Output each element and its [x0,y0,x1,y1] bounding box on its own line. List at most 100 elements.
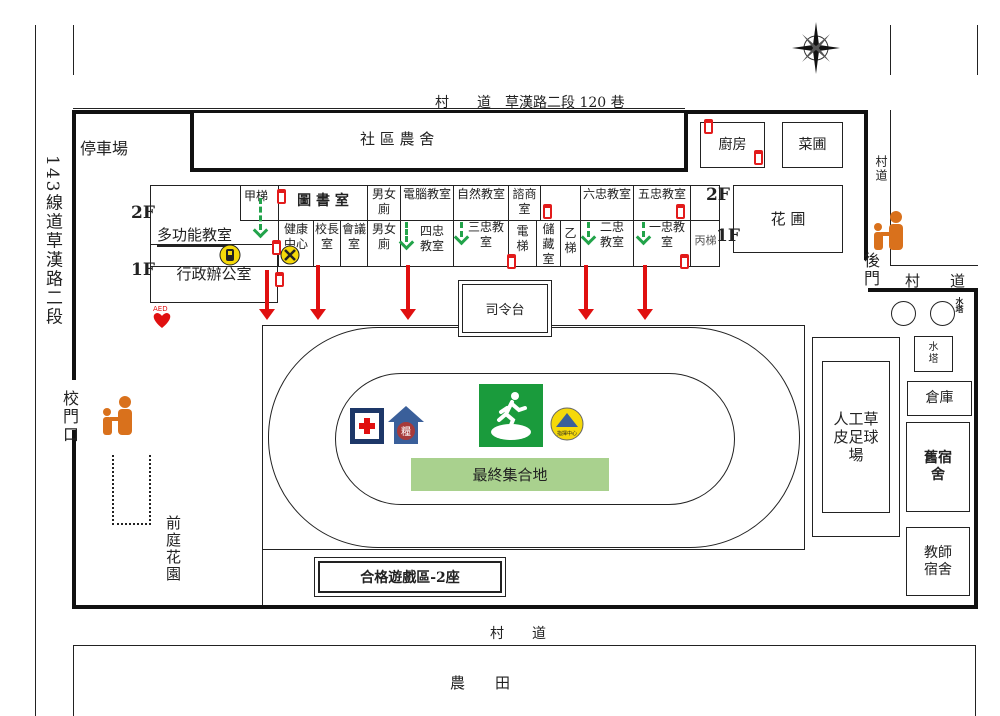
admin-office-label: 行政辦公室 [176,264,252,283]
stage-label: 司令台 [462,284,548,333]
old-dorm: 舊宿舍 [906,422,970,512]
storage: 倉庫 [907,381,972,416]
soccer-field: 人工草皮足球場 [822,361,890,513]
room-1f: 電梯 [508,220,536,267]
teacher-dorm: 教師宿舍 [906,527,970,596]
water-tower-icon [891,301,916,326]
road-right-vertical-label: 村道 [874,155,888,183]
room-2f: 電腦教室 [400,185,453,220]
tools-icon [280,245,300,265]
boundary [72,110,192,114]
farm-label: 農 田 [450,674,511,692]
road-left-label: 143線道草漢路二段 [42,155,62,327]
soccer-label: 人工草皮足球場 [833,410,879,464]
road-bottom-label: 村 道 [490,626,546,642]
evacuation-arrow-icon [259,270,275,320]
relief-shelter-icon: 糧 [388,406,424,444]
boundary [868,288,978,292]
kitchen: 廚房 [700,122,765,168]
fire-extinguisher-icon [754,150,763,165]
road-edge [890,265,978,266]
room-2f: 諮商室 [508,185,540,220]
boundary [190,110,194,172]
road-edge [890,25,891,75]
floor-2f-right: 2F [706,185,730,205]
fire-extinguisher-icon [507,254,516,269]
old-dorm-label: 舊宿舍 [924,450,952,483]
fire-extinguisher-icon [543,204,552,219]
room-1f: 四忠教室 [400,220,453,267]
boundary [72,605,978,609]
boundary [864,110,868,260]
water-tower-label: 水塔 [928,342,939,365]
stage: 司令台 [458,280,552,337]
teacher-dorm-label: 教師宿舍 [924,544,952,578]
room-2f: 五忠教室 [633,185,690,220]
boundary [684,110,688,172]
vegetable-label: 菜圃 [798,136,827,153]
floor-2f-left: 2F [131,203,155,223]
kitchen-label: 廚房 [718,136,747,153]
boundary [974,288,978,609]
room-1f: 丙梯 [690,220,720,267]
multipurpose-room: 多功能教室 [157,224,233,247]
room-1f: 校長室 [313,220,340,267]
flower-garden: 花 圃 [733,185,843,253]
road-right-label: 村 道 [905,272,966,290]
road-edge [975,645,976,716]
person-icon [874,211,903,250]
playground-label: 合格遊戲區-2座 [318,561,502,593]
floor-divider [240,220,720,221]
boundary [684,110,868,114]
fire-extinguisher-icon [676,204,685,219]
aed-label: AED [153,305,168,313]
fire-extinguisher-icon [704,119,713,134]
parking-label: 停車場 [80,139,129,158]
playground: 合格遊戲區-2座 [314,557,506,597]
first-aid-icon [350,408,384,444]
person-icon [103,396,132,435]
room-1f: 二忠教室 [580,220,633,267]
road-edge [890,110,891,265]
room-1f: 儲藏室 [536,220,560,267]
library: 圖 書 室 [278,185,367,220]
evacuation-arrow-icon [578,265,594,320]
front-garden-border [112,455,151,525]
fire-extinguisher-icon [277,189,286,204]
water-tower-icon [930,301,955,326]
track-infield [335,373,735,505]
command-center-icon: 指揮中心 [550,407,584,441]
fire-extinguisher-icon [680,254,689,269]
boundary [72,430,76,609]
room-1f: 會議室 [340,220,367,267]
evacuation-arrow-icon [310,265,326,320]
main-building [150,185,720,267]
room-2f [540,185,580,220]
garden-label: 花 圃 [770,210,806,228]
room-2f: 六忠教室 [580,185,633,220]
boundary [190,168,687,172]
room-1f: 男女廁 [367,220,400,267]
stairs-a: 甲梯 [244,189,269,203]
road-top-label: 村 道 草漢路二段 120 巷 [435,95,625,111]
road-edge [73,645,74,716]
water-tower: 水塔 [914,336,953,372]
route-arrow-icon [642,222,645,237]
room-2f: 男女廁 [367,185,400,220]
road-edge [977,25,978,75]
room-1f: 三忠教室 [453,220,508,267]
route-arrow-icon [587,222,590,237]
vegetable-garden: 菜圃 [782,122,843,168]
road-edge [73,645,976,646]
floor-1f-left: 1F [131,260,155,280]
water-tower-small-label: 水塔 [955,297,965,313]
front-garden-label: 前庭花園 [164,515,182,583]
boundary [190,110,687,113]
route-arrow-icon [405,222,408,242]
boundary [72,110,76,380]
phone-icon [219,244,241,266]
route-arrow-icon [460,222,463,237]
wall [240,185,241,220]
aed-icon: AED [153,305,171,328]
